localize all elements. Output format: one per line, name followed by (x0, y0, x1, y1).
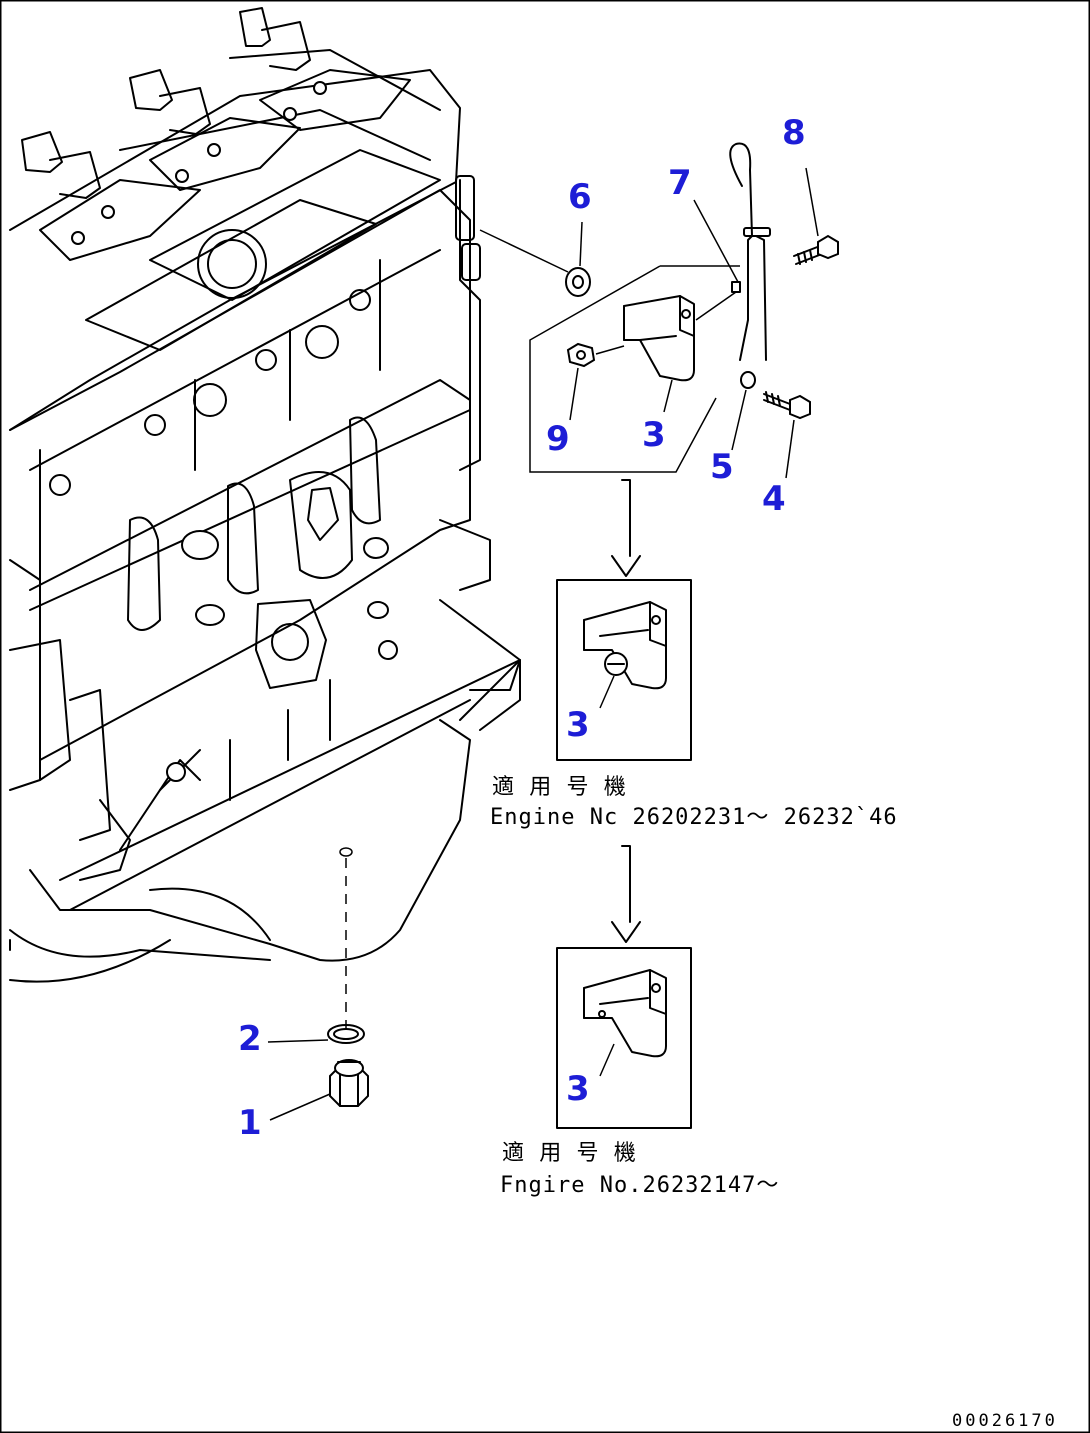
callout-3-variant-1: 3 (566, 705, 590, 745)
bolt-part-8 (793, 234, 839, 265)
callout-8: 8 (782, 113, 806, 153)
callout-4: 4 (762, 479, 786, 519)
applicable-serial-heading-2: 適 用 号 機 (502, 1141, 637, 1166)
bracket-part-3 (623, 295, 695, 382)
callout-5: 5 (710, 447, 734, 487)
arrow-to-variant-2 (611, 845, 641, 943)
washer-part-6 (565, 267, 591, 297)
callout-2: 2 (238, 1019, 262, 1059)
drawing-number: 00026170 (952, 1411, 1058, 1431)
applicable-serial-heading-1: 適 用 号 機 (492, 775, 627, 800)
drain-leader (339, 847, 353, 1030)
callout-3-variant-2: 3 (566, 1069, 590, 1109)
assembly-outline (529, 265, 740, 473)
applicable-serial-range-2: Fngire No.26232147～ (500, 1173, 779, 1198)
callout-9: 9 (546, 419, 570, 459)
drain-plug-part-1 (329, 1059, 369, 1107)
bracket-variant-2 (556, 947, 692, 1129)
callout-3-main: 3 (642, 415, 666, 455)
arrow-to-variant-1 (611, 479, 641, 577)
bracket-variant-1 (556, 579, 692, 761)
nut-part-9 (566, 342, 596, 368)
engine-block (9, 7, 521, 983)
applicable-serial-range-1: Engine Nc 26202231～ 26232`46 (490, 805, 898, 830)
callout-6: 6 (568, 177, 592, 217)
gasket-part-2 (327, 1024, 365, 1044)
callout-1: 1 (238, 1103, 262, 1143)
washer-part-5 (740, 371, 756, 389)
dipstick-part-7 (729, 142, 771, 361)
bolt-part-4 (763, 391, 811, 420)
callout-7: 7 (668, 163, 692, 203)
